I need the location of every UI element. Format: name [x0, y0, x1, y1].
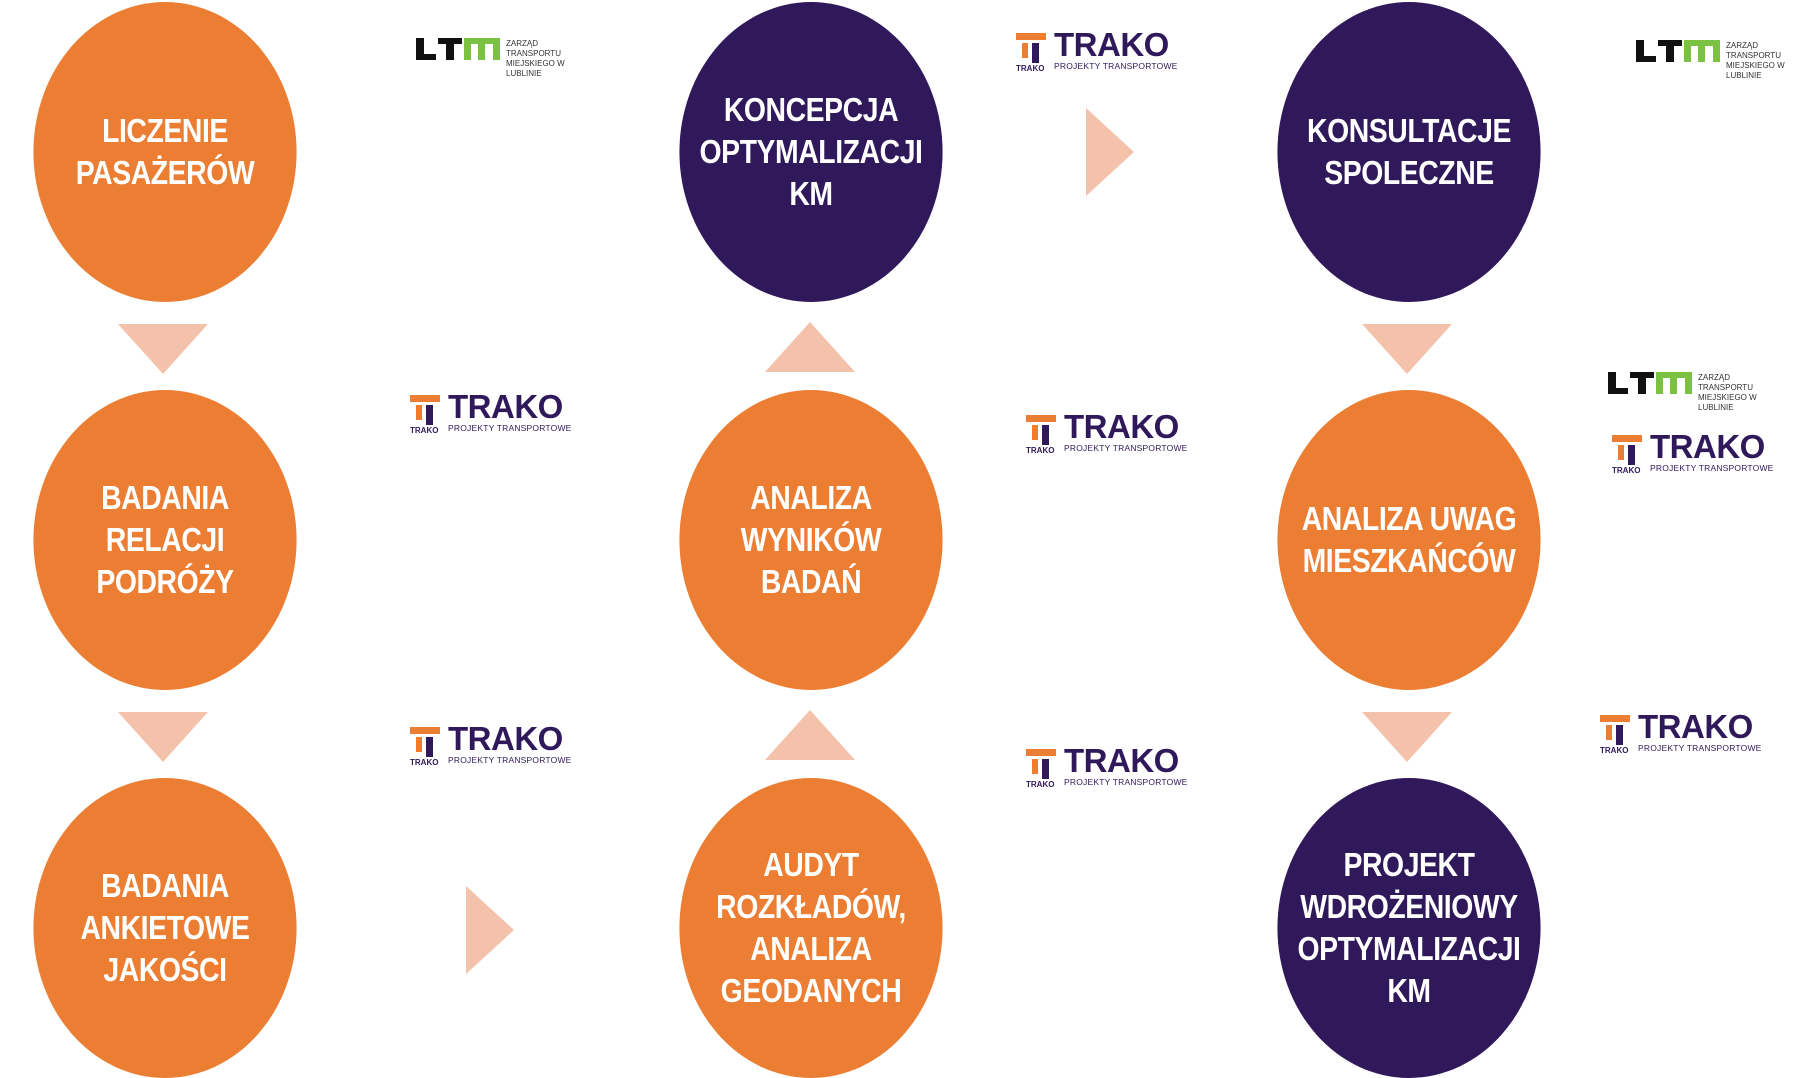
ztm-logo-text: ZARZĄD TRANSPORTU MIEJSKIEGO W LUBLINIE: [1726, 41, 1785, 80]
arrow-down-icon: [1362, 324, 1452, 374]
ztm-logo-text: ZARZĄD TRANSPORTU MIEJSKIEGO W LUBLINIE: [1698, 373, 1757, 412]
ztm-logo: ZARZĄD TRANSPORTU MIEJSKIEGO W LUBLINIE: [1606, 370, 1776, 412]
node-analiza-wynikow: ANALIZA WYNIKÓW BADAŃ: [679, 390, 943, 690]
node-badania-relacji: BADANIA RELACJI PODRÓŻY: [33, 390, 297, 690]
node-projekt: PROJEKT WDROŻENIOWY OPTYMALIZACJI KM: [1277, 778, 1541, 1078]
arrow-down-icon: [1362, 712, 1452, 762]
arrow-up-icon: [765, 710, 855, 760]
node-audyt: AUDYT ROZKŁADÓW, ANALIZA GEODANYCH: [679, 778, 943, 1078]
arrow-right-icon: [1086, 108, 1134, 196]
node-konsultacje: KONSULTACJE SPOLECZNE: [1277, 2, 1541, 302]
arrow-down-icon: [118, 712, 208, 762]
arrow-right-icon: [466, 886, 514, 974]
node-liczenie-pasazerow: LICZENIE PASAŻERÓW: [33, 2, 297, 302]
arrow-down-icon: [118, 324, 208, 374]
ztm-logo-text: ZARZĄD TRANSPORTU MIEJSKIEGO W LUBLINIE: [506, 39, 565, 78]
node-badania-ankietowe: BADANIA ANKIETOWE JAKOŚCI: [33, 778, 297, 1078]
arrow-up-icon: [765, 322, 855, 372]
node-analiza-uwag: ANALIZA UWAG MIESZKAŃCÓW: [1277, 390, 1541, 690]
ztm-logo: ZARZĄD TRANSPORTU MIEJSKIEGO W LUBLINIE: [1634, 38, 1804, 80]
ztm-logo: ZARZĄD TRANSPORTU MIEJSKIEGO W LUBLINIE: [414, 36, 584, 78]
node-koncepcja: KONCEPCJA OPTYMALIZACJI KM: [679, 2, 943, 302]
